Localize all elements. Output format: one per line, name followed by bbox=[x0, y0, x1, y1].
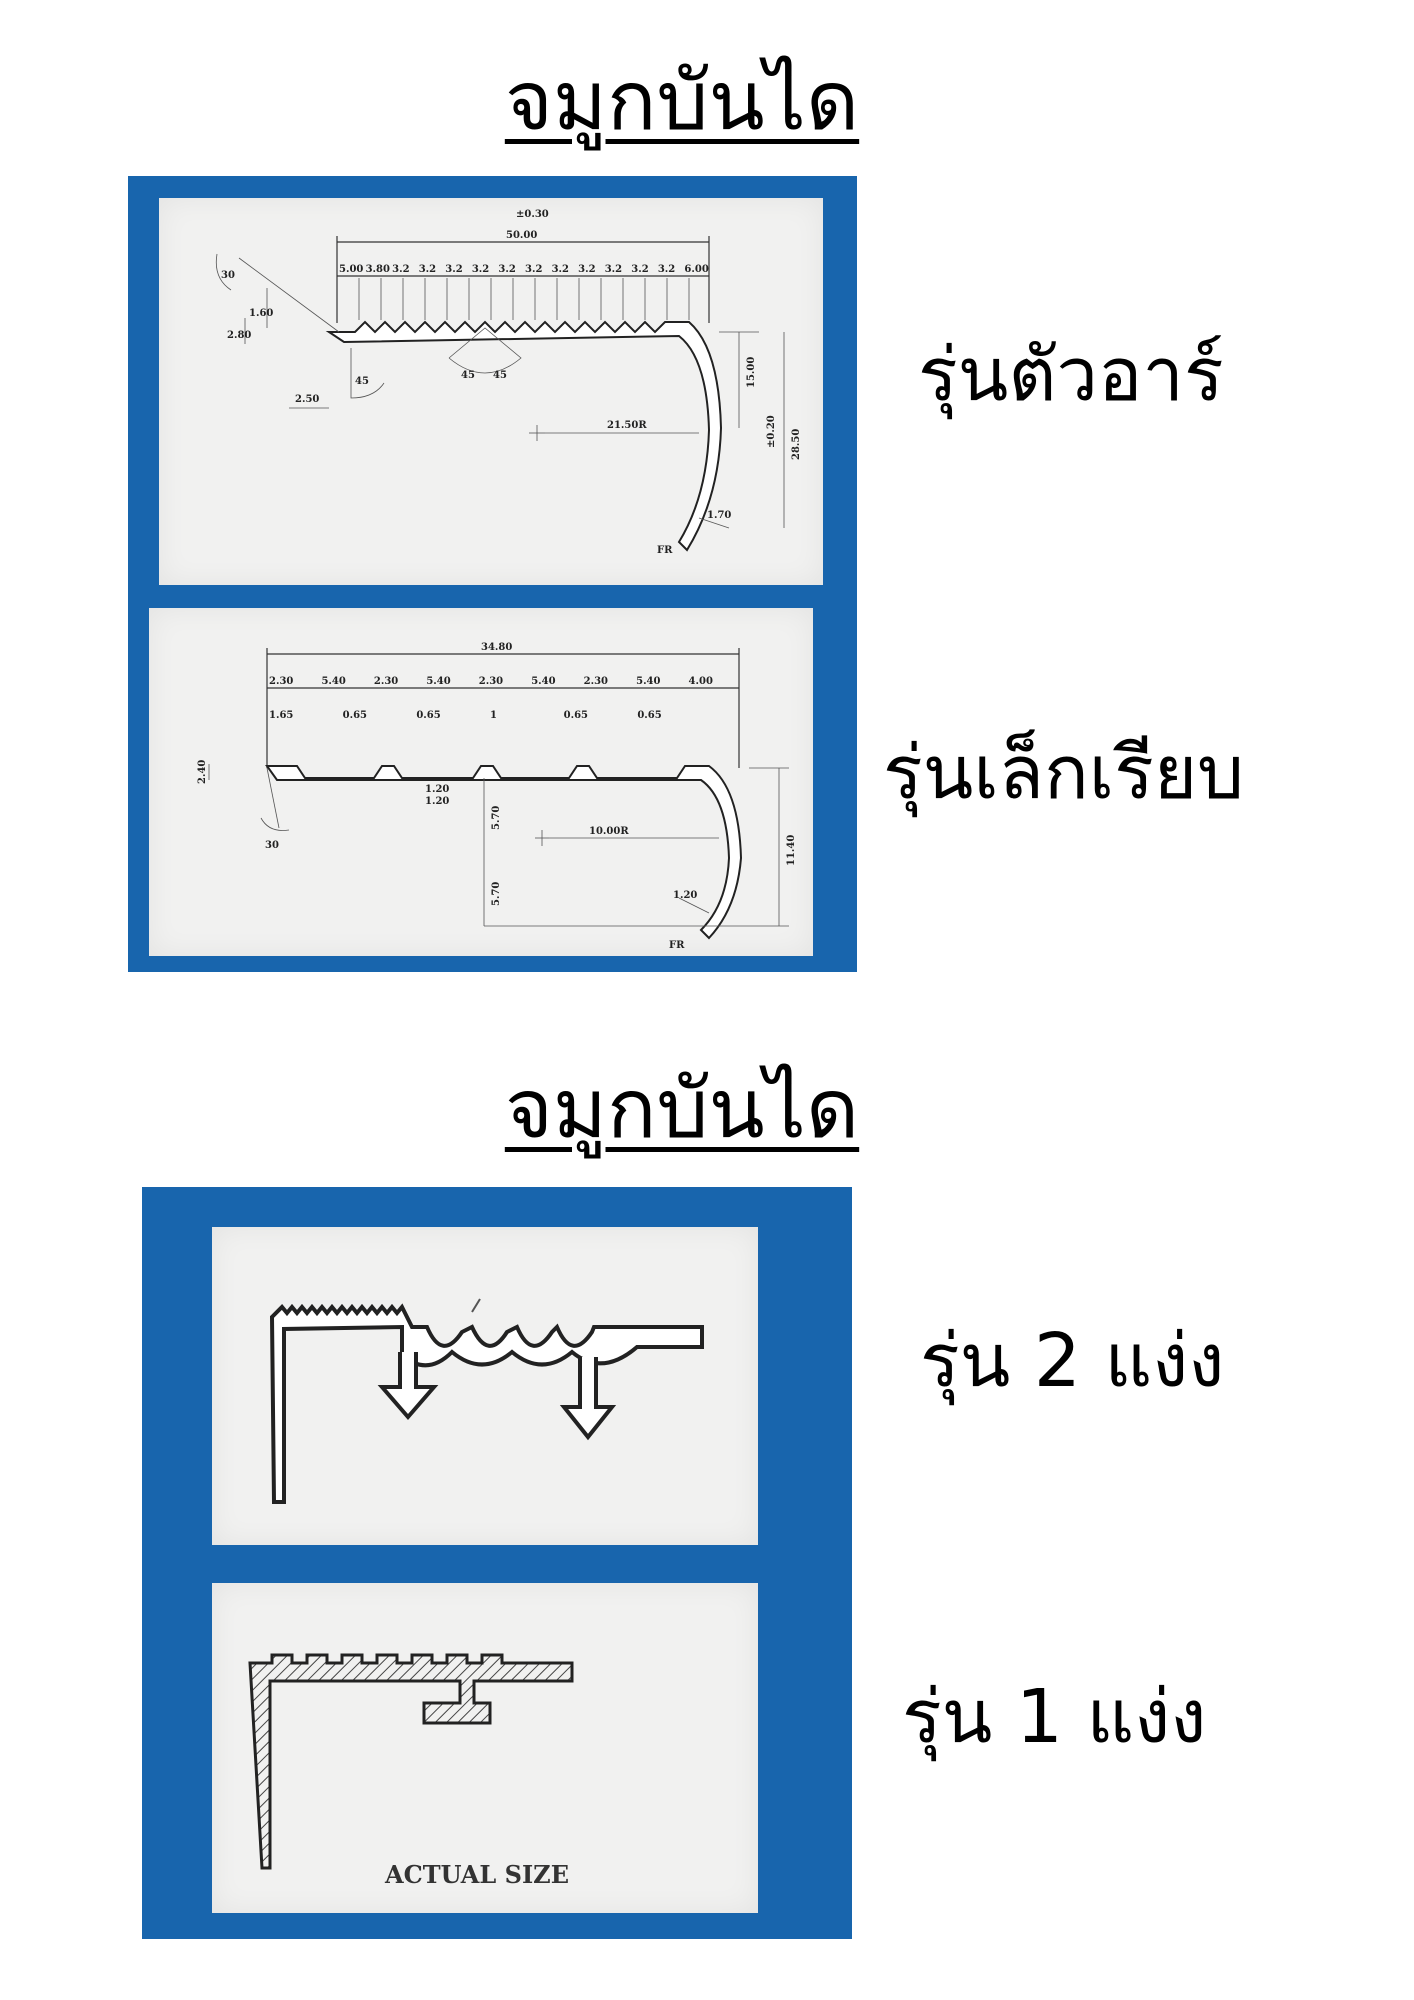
drawing-small-sub-dim-5: 0.65 bbox=[637, 710, 661, 721]
drawing-r-angle-a-arc bbox=[350, 348, 385, 399]
drawing-one-panel: ACTUAL SIZE bbox=[212, 1583, 758, 1913]
drawing-small-angle-line bbox=[266, 767, 280, 829]
drawing-r-depth: 15.00 bbox=[746, 357, 757, 388]
drawing-r-pitch-dim-9: 3.2 bbox=[578, 264, 595, 275]
label-two-ridge: รุ่น 2 แง่ง bbox=[920, 1318, 1225, 1404]
drawing-r-angle-bc-arc bbox=[448, 327, 522, 374]
drawing-small-sub-dim-3: 1 bbox=[490, 710, 497, 721]
drawing-small-pitch-dim-5: 5.40 bbox=[531, 676, 555, 687]
drawing-small-radius: 10.00R bbox=[589, 826, 629, 837]
drawing-small-height: 2.40 bbox=[197, 760, 208, 784]
drawing-small-panel: 34.80 2.30 5.40 2.30 5.40 2.30 5.40 2.30 5.40 4.… bbox=[149, 608, 813, 956]
drawing-small-sub-dim-2: 0.65 bbox=[416, 710, 440, 721]
drawing-one-frame: ACTUAL SIZE bbox=[142, 1565, 852, 1939]
drawing-small-groove-a: 1.20 bbox=[425, 784, 449, 795]
drawing-r-pitch-dim-5: 3.2 bbox=[472, 264, 489, 275]
drawing-small-total-width: 34.80 bbox=[481, 642, 512, 653]
drawing-two-tick-mark bbox=[471, 1298, 481, 1313]
drawing-r-profile bbox=[325, 320, 723, 552]
drawing-one-svg: ACTUAL SIZE bbox=[248, 1653, 574, 1889]
drawing-r-thickness-line bbox=[698, 517, 730, 529]
drawing-r-pitch-dim-6: 3.2 bbox=[498, 264, 515, 275]
section-top-heading: จมูกบันได bbox=[504, 54, 860, 149]
drawing-one-profile bbox=[248, 1653, 574, 1870]
drawing-r-total-depth: 28.50 bbox=[791, 429, 802, 460]
drawing-small-thickness: 1.20 bbox=[673, 890, 697, 901]
drawing-r-ticks bbox=[358, 278, 690, 320]
drawing-r-offset: 2.50 bbox=[295, 394, 319, 405]
drawing-two-panel bbox=[212, 1227, 758, 1545]
drawing-r-pitch-dim-2: 3.2 bbox=[392, 264, 409, 275]
drawing-r-pitch-dim-4: 3.2 bbox=[445, 264, 462, 275]
drawing-small-frame: 34.80 2.30 5.40 2.30 5.40 2.30 5.40 2.30 5.40 4.… bbox=[128, 596, 857, 972]
drawing-r-total-width: 50.00 bbox=[506, 230, 537, 241]
section-bottom-heading: จมูกบันได bbox=[504, 1062, 860, 1157]
drawing-small-sub-dims: 1.65 0.65 0.65 1 0.65 0.65 bbox=[269, 710, 662, 721]
drawing-r-mark: FR bbox=[657, 545, 673, 556]
drawing-r-pitch-dim-11: 3.2 bbox=[631, 264, 648, 275]
drawing-r-angle-line bbox=[238, 257, 340, 333]
drawing-small-depth-a: 5.70 bbox=[491, 806, 502, 830]
drawing-small-sub-dim-0: 1.65 bbox=[269, 710, 293, 721]
label-r-model: รุ่นตัวอาร์ bbox=[918, 332, 1224, 418]
drawing-r-thickness: 1.70 bbox=[707, 510, 731, 521]
label-one-ridge: รุ่น 1 แง่ง bbox=[902, 1674, 1207, 1760]
drawing-r-height-b: 2.80 bbox=[227, 330, 251, 341]
drawing-r-pitch-dim-0: 5.00 bbox=[339, 264, 363, 275]
drawing-r-angle-arc bbox=[215, 253, 232, 291]
drawing-r-height-a: 1.60 bbox=[249, 308, 273, 319]
drawing-small-total-depth: 11.40 bbox=[786, 835, 797, 866]
drawing-small-mark: FR bbox=[669, 940, 685, 951]
drawing-small-pitch-dims: 2.30 5.40 2.30 5.40 2.30 5.40 2.30 5.40 4.00 bbox=[269, 676, 713, 687]
drawing-r-tolerance-b: ±0.20 bbox=[766, 415, 777, 448]
drawing-r-pitch-dim-13: 6.00 bbox=[684, 264, 708, 275]
drawing-small-pitch-dim-4: 2.30 bbox=[479, 676, 503, 687]
drawing-small-pitch-dim-0: 2.30 bbox=[269, 676, 293, 687]
drawing-small-pitch-dim-7: 5.40 bbox=[636, 676, 660, 687]
drawing-small-sub-dim-1: 0.65 bbox=[343, 710, 367, 721]
drawing-small-pitch-dim-8: 4.00 bbox=[689, 676, 713, 687]
drawing-small-pitch-dim-3: 5.40 bbox=[426, 676, 450, 687]
drawing-r-pitch-dim-12: 3.2 bbox=[658, 264, 675, 275]
drawing-small-pitch-dim-1: 5.40 bbox=[321, 676, 345, 687]
drawing-two-profile bbox=[269, 1303, 704, 1504]
drawing-two-frame bbox=[142, 1187, 852, 1565]
drawing-small-pitch-dim-6: 2.30 bbox=[584, 676, 608, 687]
drawing-r-pitch-dim-10: 3.2 bbox=[605, 264, 622, 275]
drawing-r-angle-a: 45 bbox=[355, 376, 369, 387]
drawing-one-caption: ACTUAL SIZE bbox=[384, 1860, 569, 1889]
drawing-r-angle-top: 30 bbox=[221, 270, 235, 281]
drawing-r-radius: 21.50R bbox=[607, 420, 647, 431]
drawing-small-sub-dim-4: 0.65 bbox=[564, 710, 588, 721]
drawing-small-pitch-dim-2: 2.30 bbox=[374, 676, 398, 687]
drawing-small-groove-b: 1.20 bbox=[425, 796, 449, 807]
drawing-r-angle-c: 45 bbox=[493, 370, 507, 381]
drawing-r-pitch-dim-3: 3.2 bbox=[419, 264, 436, 275]
drawing-r-pitch-dim-8: 3.2 bbox=[552, 264, 569, 275]
drawing-small-profile bbox=[265, 765, 743, 940]
drawing-small-depth-b: 5.70 bbox=[491, 882, 502, 906]
drawing-two-arrow-right bbox=[559, 1357, 617, 1441]
drawing-r-angle-b: 45 bbox=[461, 370, 475, 381]
drawing-two-arrow-left bbox=[377, 1352, 439, 1421]
drawing-r-pitch-dim-1: 3.80 bbox=[366, 264, 390, 275]
drawing-small-angle-arc bbox=[260, 817, 290, 831]
drawing-small-thickness-line bbox=[678, 897, 710, 914]
drawing-small-angle: 30 bbox=[265, 840, 279, 851]
drawing-two-svg bbox=[269, 1298, 704, 1504]
label-small-model: รุ่นเล็กเรียบ bbox=[883, 730, 1245, 816]
drawing-r-pitch-dim-7: 3.2 bbox=[525, 264, 542, 275]
drawing-r-tolerance: ±0.30 bbox=[516, 209, 549, 220]
drawing-small-svg: 34.80 2.30 5.40 2.30 5.40 2.30 5.40 2.30 5.40 4.… bbox=[197, 642, 797, 951]
